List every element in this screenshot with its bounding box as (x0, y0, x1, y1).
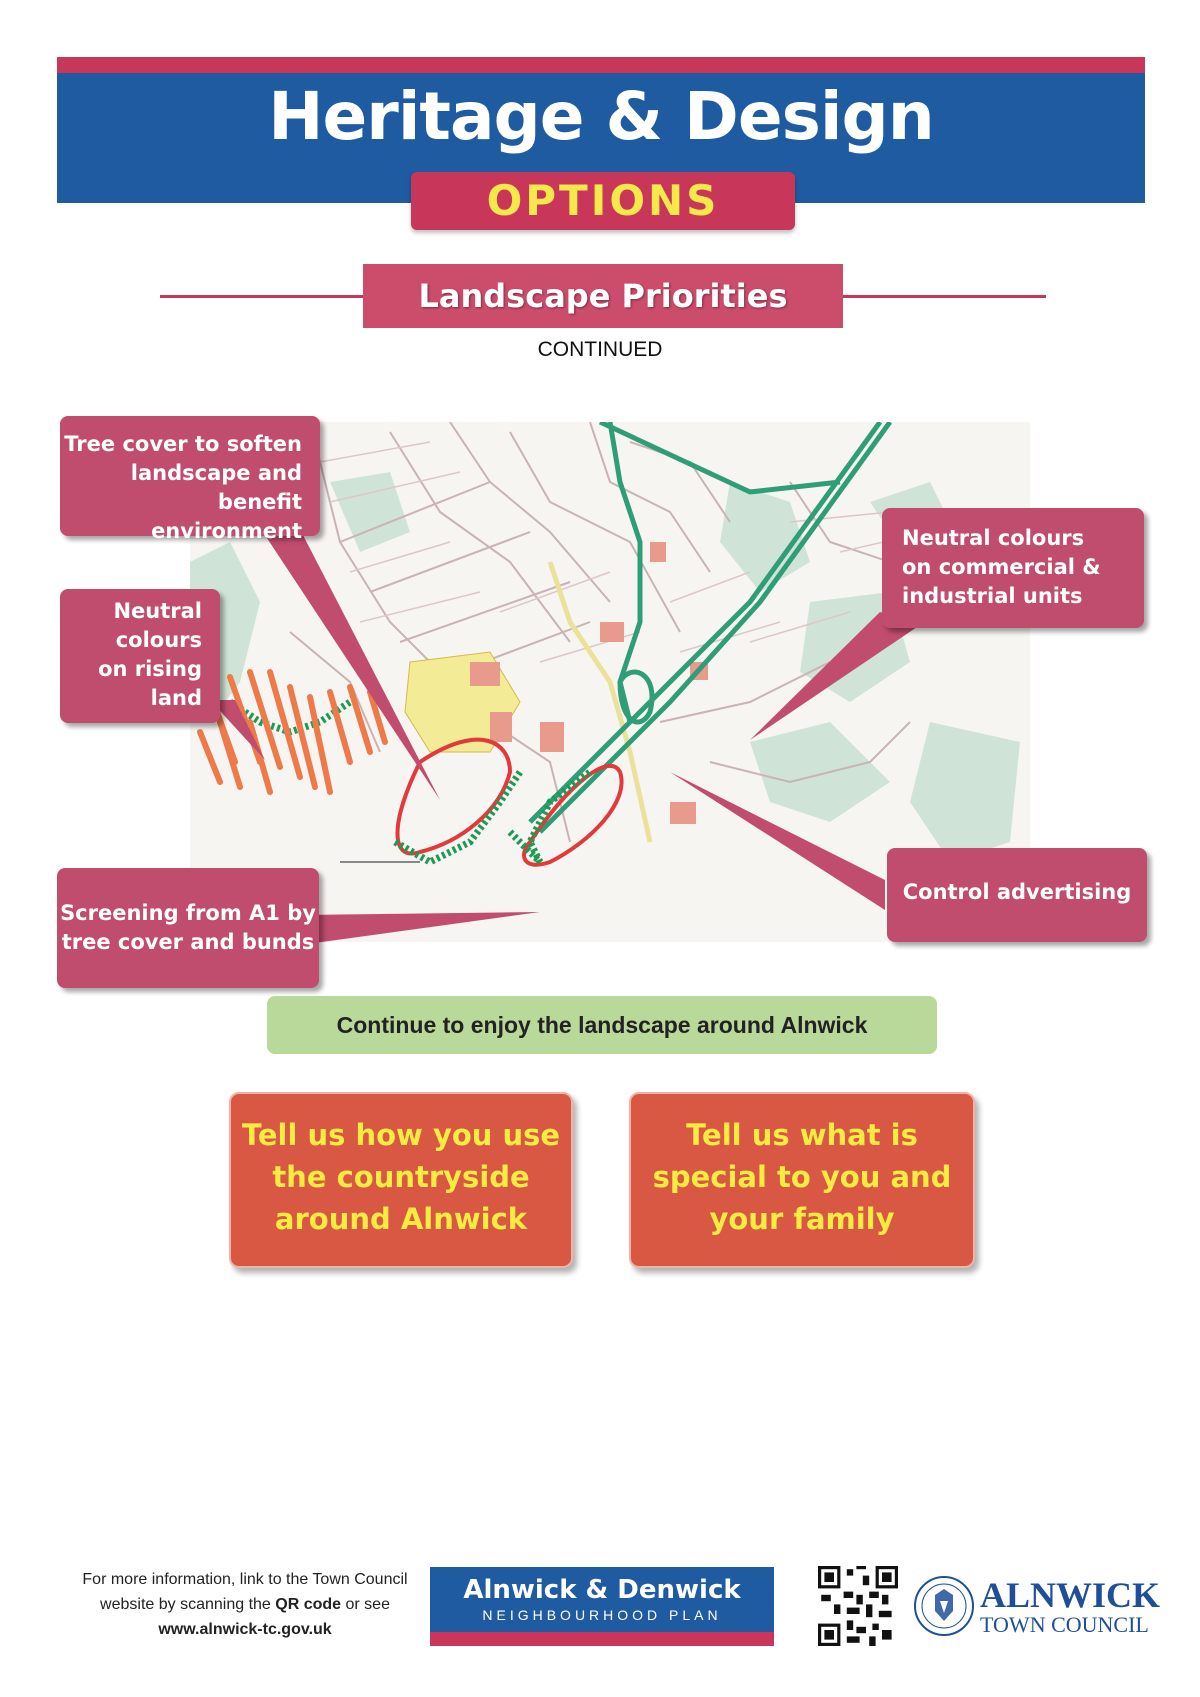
footer-info-line: website by scanning the QR code or see (100, 1596, 390, 1613)
enjoy-landscape-banner: Continue to enjoy the landscape around A… (267, 996, 937, 1054)
plan-subtitle: NEIGHBOURHOOD PLAN (482, 1607, 722, 1623)
header-accent-stripe (57, 57, 1145, 73)
section-rule-right (836, 295, 1046, 298)
section-rule-left (160, 295, 370, 298)
callout-line: Neutral colours (902, 526, 1085, 550)
prompt-line: the countryside (272, 1160, 530, 1194)
prompt-line: special to you and (652, 1160, 952, 1194)
callout-screening: Screening from A1 by tree cover and bund… (57, 868, 319, 988)
callout-line: Neutral (113, 599, 202, 623)
callout-line: Screening from A1 by (60, 901, 316, 925)
callout-line: industrial units (902, 584, 1083, 608)
plan-title: Alnwick & Denwick (463, 1575, 741, 1605)
section-title: Landscape Priorities (363, 264, 843, 328)
callout-advertising: Control advertising (887, 848, 1147, 942)
prompt-special-to-you: Tell us what is special to you and your … (629, 1092, 975, 1268)
callout-line: landscape and (130, 461, 302, 485)
footer-info-line: For more information, link to the Town C… (82, 1571, 408, 1588)
callout-line: colours (115, 628, 202, 652)
prompt-line: Tell us how you use (241, 1118, 561, 1152)
council-subtitle: TOWN COUNCIL (980, 1612, 1149, 1637)
page-title: Heritage & Design (268, 78, 934, 155)
town-council-name: ALNWICK TOWN COUNCIL (980, 1575, 1161, 1638)
callout-commercial: Neutral colours on commercial & industri… (882, 508, 1144, 628)
footer-info: For more information, link to the Town C… (70, 1567, 420, 1642)
prompt-line: around Alnwick (274, 1202, 528, 1236)
callout-line: Tree cover to soften (64, 432, 302, 456)
callout-line: on commercial & (902, 555, 1101, 579)
options-label: OPTIONS (411, 172, 795, 230)
neighbourhood-plan-logo: Alnwick & Denwick NEIGHBOURHOOD PLAN (430, 1567, 774, 1646)
footer-url[interactable]: www.alnwick-tc.gov.uk (158, 1621, 332, 1638)
callout-rising-land: Neutral colours on rising land (60, 589, 220, 723)
section-continued-note: CONTINUED (537, 338, 663, 361)
qr-code-label: QR code (275, 1596, 342, 1613)
callout-tree-cover: Tree cover to soften landscape and benef… (60, 416, 320, 543)
qr-code-icon[interactable] (818, 1566, 898, 1646)
prompt-line: Tell us what is (686, 1118, 918, 1152)
council-name: ALNWICK (980, 1575, 1161, 1615)
a1-road (528, 422, 893, 834)
callout-line: on rising (98, 657, 202, 681)
callout-line: land (150, 686, 202, 710)
callout-line: tree cover and bunds (61, 930, 315, 954)
callout-line: benefit environment (151, 490, 302, 543)
prompt-line: your family (709, 1202, 895, 1236)
prompt-countryside-use: Tell us how you use the countryside arou… (229, 1092, 573, 1268)
callout-line: Control advertising (902, 880, 1132, 904)
town-council-crest-icon (914, 1576, 974, 1636)
